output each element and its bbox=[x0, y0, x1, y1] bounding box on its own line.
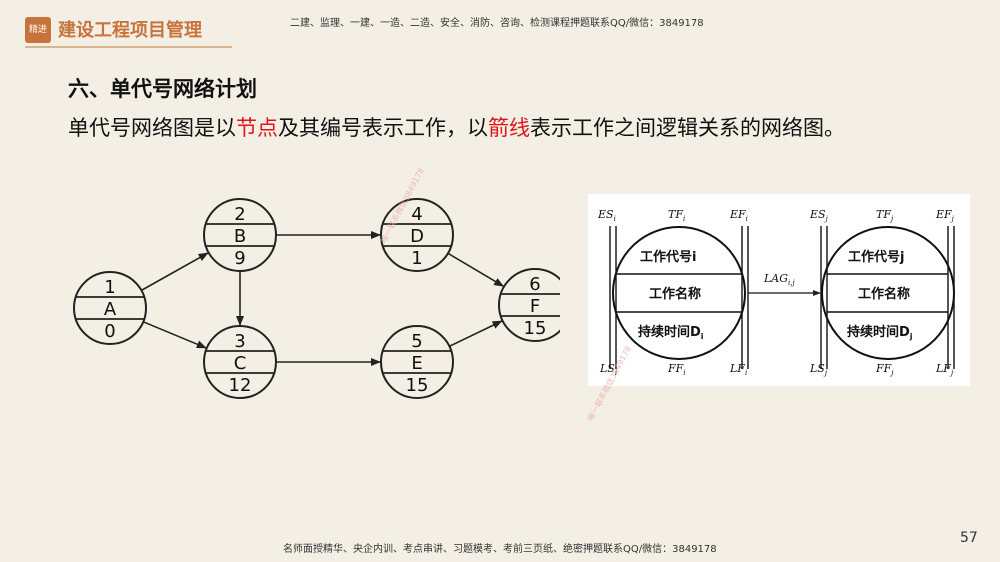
node-circle bbox=[380, 325, 454, 399]
node-id: 4 bbox=[411, 204, 422, 225]
label-lf-j: LFj bbox=[935, 362, 954, 377]
node-duration: 15 bbox=[406, 375, 429, 396]
network-node-1: 1A0 bbox=[73, 271, 147, 345]
label-ef-j: EFj bbox=[935, 208, 955, 223]
node-duration: 1 bbox=[411, 248, 422, 269]
legend-node-i: 工作代号i 工作名称 持续时间Di ESi TFi EFi LSi FFi LF… bbox=[597, 208, 749, 377]
node-duration: 12 bbox=[229, 375, 252, 396]
node-circle bbox=[203, 325, 277, 399]
node-name: E bbox=[411, 353, 422, 374]
arrow-5-to-6 bbox=[449, 320, 503, 348]
node-id: 6 bbox=[529, 274, 540, 295]
network-node-4: 4D1 bbox=[380, 198, 454, 272]
highlight-arrow: 箭线 bbox=[488, 116, 530, 140]
legend-name-i: 工作名称 bbox=[649, 286, 701, 302]
label-es-i: ESi bbox=[597, 208, 616, 223]
legend-node-j: 工作代号j 工作名称 持续时间Dj ESj TFj EFj LSj FFj LF… bbox=[809, 208, 955, 377]
node-circle bbox=[380, 198, 454, 272]
header-divider bbox=[25, 46, 232, 48]
page-number: 57 bbox=[960, 530, 978, 546]
definition-part-1: 单代号网络图是以 bbox=[68, 116, 236, 140]
label-ef-i: EFi bbox=[729, 208, 748, 223]
logo: 精进 bbox=[25, 17, 51, 43]
network-edges bbox=[140, 231, 505, 366]
node-id: 1 bbox=[104, 277, 115, 298]
node-name: C bbox=[234, 353, 247, 374]
top-advert-text: 二建、监理、一建、一造、二造、安全、消防、咨询、检测课程押题联系QQ/微信：38… bbox=[290, 18, 704, 29]
legend-duration-j: 持续时间Dj bbox=[847, 324, 913, 341]
legend-code-i: 工作代号i bbox=[640, 249, 696, 265]
definition-text: 单代号网络图是以节点及其编号表示工作，以箭线表示工作之间逻辑关系的网络图。 bbox=[68, 112, 845, 142]
label-es-j: ESj bbox=[809, 208, 829, 223]
label-ls-i: LSi bbox=[599, 362, 617, 377]
node-circle bbox=[203, 198, 277, 272]
label-tf-i: TFi bbox=[668, 208, 685, 223]
label-ff-i: FFi bbox=[667, 362, 686, 377]
node-duration: 0 bbox=[104, 321, 115, 342]
highlight-node: 节点 bbox=[236, 116, 278, 140]
node-circle bbox=[73, 271, 147, 345]
legend-name-j: 工作名称 bbox=[858, 286, 910, 302]
bottom-advert-text: 名师面授精华、央企内训、考点串讲、习题模考、考前三页纸、绝密押题联系QQ/微信：… bbox=[283, 544, 717, 555]
lag-arrow: LAGi,j bbox=[748, 272, 821, 296]
arrow-1-to-2 bbox=[140, 252, 209, 292]
network-node-2: 2B9 bbox=[203, 198, 277, 272]
node-id: 3 bbox=[234, 331, 245, 352]
node-duration: 15 bbox=[524, 318, 547, 339]
label-lag: LAGi,j bbox=[763, 272, 796, 287]
node-name: D bbox=[410, 226, 424, 247]
label-tf-j: TFj bbox=[876, 208, 894, 223]
node-name: F bbox=[530, 296, 540, 317]
arrow-1-to-3 bbox=[142, 321, 207, 349]
definition-part-3: 表示工作之间逻辑关系的网络图。 bbox=[530, 116, 845, 140]
legend-duration-i: 持续时间Di bbox=[638, 324, 704, 341]
label-lf-i: LFi bbox=[729, 362, 747, 377]
legend-code-j: 工作代号j bbox=[848, 249, 904, 265]
label-ls-j: LSj bbox=[809, 362, 828, 377]
node-name: B bbox=[234, 226, 246, 247]
node-legend-diagram: 工作代号i 工作名称 持续时间Di ESi TFi EFi LSi FFi LF… bbox=[597, 208, 955, 377]
node-id: 5 bbox=[411, 331, 422, 352]
course-title: 建设工程项目管理 bbox=[58, 20, 202, 41]
node-name: A bbox=[104, 299, 117, 320]
node-duration: 9 bbox=[234, 248, 245, 269]
node-legend-panel: 工作代号i 工作名称 持续时间Di ESi TFi EFi LSi FFi LF… bbox=[588, 194, 970, 386]
node-circle bbox=[498, 268, 560, 342]
section-heading: 六、单代号网络计划 bbox=[68, 77, 257, 101]
label-ff-j: FFj bbox=[875, 362, 894, 377]
node-id: 2 bbox=[234, 204, 245, 225]
arrow-4-to-6 bbox=[447, 252, 505, 287]
definition-part-2: 及其编号表示工作，以 bbox=[278, 116, 488, 140]
